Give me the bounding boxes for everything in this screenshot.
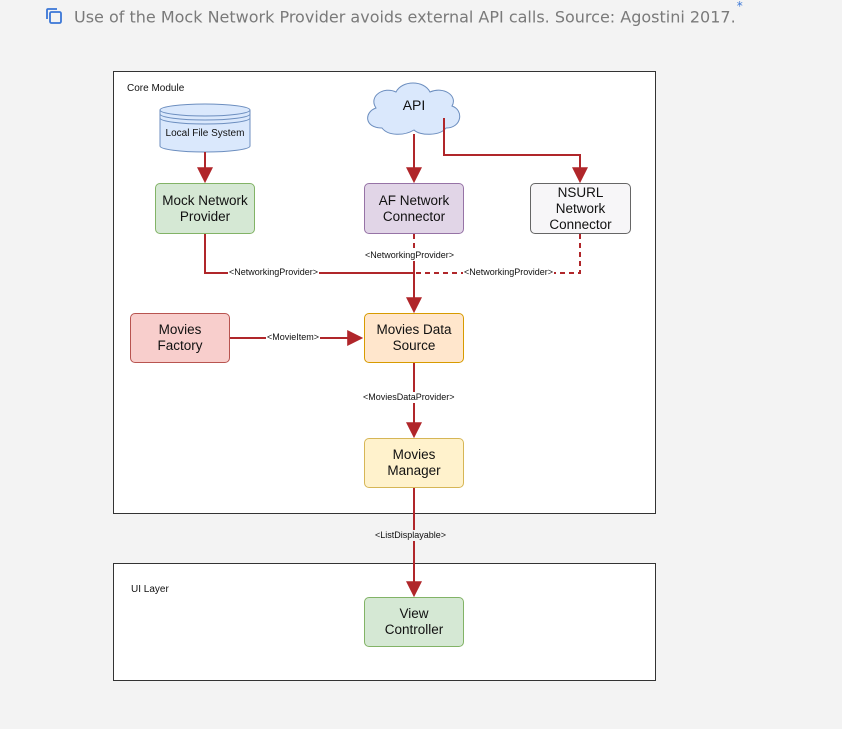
copy-icon [46, 8, 62, 24]
movies-data-source-node: Movies Data Source [364, 313, 464, 363]
label-mock-networkingprovider: <NetworkingProvider> [228, 267, 320, 278]
edge-nsurl-datasource [414, 234, 581, 274]
caption-marker: * [736, 0, 743, 14]
view-controller-node: View Controller [364, 597, 464, 647]
label-movieitem: <MovieItem> [266, 332, 321, 343]
edge-api-nsurl [443, 118, 588, 184]
movies-manager-node: Movies Manager [364, 438, 464, 488]
label-nsurl-networkingprovider: <NetworkingProvider> [463, 267, 555, 278]
figure-caption: Use of the Mock Network Provider avoids … [44, 0, 743, 28]
local-file-system-node: Local File System [165, 128, 245, 139]
label-moviesdataprovider: <MoviesDataProvider> [362, 392, 456, 403]
nsurl-network-connector-node: NSURL Network Connector [530, 183, 631, 234]
label-listdisplayable: <ListDisplayable> [374, 530, 448, 541]
api-cloud-shape [367, 82, 461, 135]
caption-text: Use of the Mock Network Provider avoids … [74, 7, 736, 27]
ui-layer-label: UI Layer [131, 584, 169, 595]
mock-network-provider-node: Mock Network Provider [155, 183, 255, 234]
movies-factory-node: Movies Factory [130, 313, 230, 363]
ui-layer-frame [113, 563, 656, 681]
label-af-networkingprovider: <NetworkingProvider> [364, 250, 456, 261]
edge-mock-datasource [204, 234, 414, 274]
core-module-label: Core Module [127, 83, 185, 94]
local-file-system-cylinder [159, 103, 251, 153]
api-node: API [402, 97, 426, 113]
af-network-connector-node: AF Network Connector [364, 183, 464, 234]
